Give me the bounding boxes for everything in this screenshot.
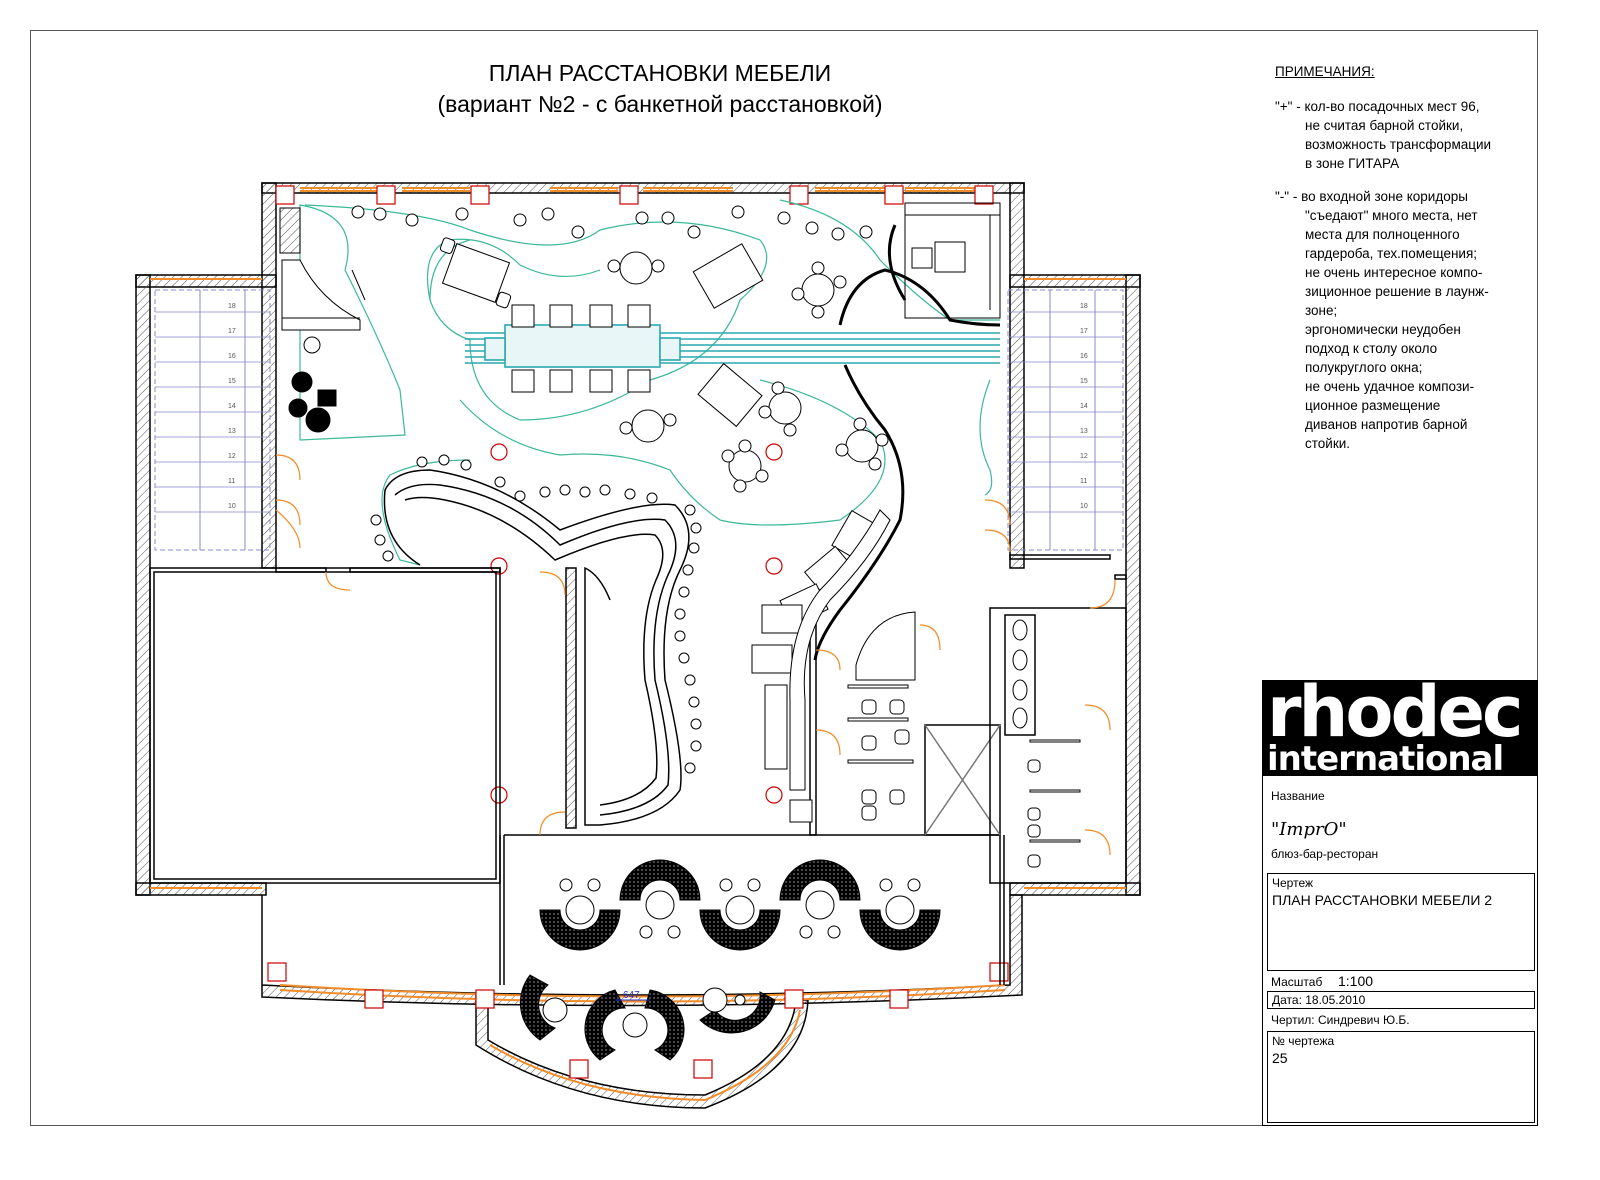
right-stair-numbers: 18 17 16 15 14 13 12 11 10 [1008, 303, 1123, 513]
scale-value: 1:100 [1338, 973, 1374, 989]
project-type: блюз-бар-ресторан [1271, 847, 1379, 861]
stage [279, 207, 366, 433]
project-name: "ImprO" [1271, 819, 1347, 840]
stair-step-number: 10 [228, 503, 236, 510]
number-box: № чертежа 25 [1267, 1031, 1535, 1123]
wc-fixtures [847, 611, 1081, 868]
stair-step-number: 10 [1080, 503, 1088, 510]
stair-step-number: 13 [228, 428, 236, 435]
number-value: 25 [1272, 1050, 1288, 1066]
doors [275, 454, 1116, 856]
stair-step-number: 17 [228, 328, 236, 335]
note-plus-text: "+" - кол-во посадочных мест 96, не счит… [1275, 99, 1492, 171]
curved-partitions [813, 224, 1001, 661]
left-staircase [154, 289, 271, 551]
banquet-seating [519, 859, 941, 1061]
sheet-border [30, 30, 1538, 1126]
stair-step-number: 18 [1080, 303, 1088, 310]
drawn-by: Чертил: Синдревич Ю.Б. [1271, 1013, 1410, 1027]
note-minus-text: "-" - во входной зоне коридоры "съедают"… [1275, 189, 1489, 451]
stair-step-number: 14 [228, 403, 236, 410]
stair-step-number: 13 [1080, 428, 1088, 435]
notes-block: ПРИМЕЧАНИЯ: "+" - кол-во посадочных мест… [1275, 62, 1515, 467]
stair-step-number: 11 [228, 478, 235, 485]
sofas [751, 509, 891, 823]
drawing-label: Чертеж [1272, 876, 1314, 890]
company-logo: rhodec international [1263, 681, 1537, 776]
scale-label: Масштаб [1271, 975, 1323, 989]
logo-line-2: international [1267, 739, 1504, 776]
note-plus: "+" - кол-во посадочных мест 96, не счит… [1275, 97, 1515, 173]
drawing-date: Дата: 18.05.2010 [1272, 993, 1366, 1007]
interior-walls [149, 554, 1127, 985]
stair-step-number: 11 [1080, 478, 1087, 485]
stair-step-number: 15 [228, 378, 236, 385]
title-line-2: (вариант №2 - с банкетной расстановкой) [437, 91, 883, 117]
stair-step-number: 12 [1080, 453, 1088, 460]
stair-step-number: 16 [1080, 353, 1088, 360]
title-line-1: ПЛАН РАССТАНОВКИ МЕБЕЛИ [488, 60, 832, 86]
stair-step-number: 17 [1080, 328, 1088, 335]
title-block: rhodec international Название "ImprO" бл… [1262, 680, 1538, 1126]
drawing-box: Чертеж ПЛАН РАССТАНОВКИ МЕБЕЛИ 2 [1267, 873, 1535, 971]
note-minus: "-" - во входной зоне коридоры "съедают"… [1275, 187, 1515, 453]
number-label: № чертежа [1272, 1034, 1335, 1048]
stair-step-number: 15 [1080, 378, 1088, 385]
dimension-mark: 647 [615, 990, 650, 1001]
logo-line-1: rhodec [1267, 681, 1524, 753]
stair-step-number: 18 [228, 303, 236, 310]
banquet-tables [542, 878, 921, 1038]
stair-step-number: 12 [228, 453, 236, 460]
notes-heading: ПРИМЕЧАНИЯ: [1275, 64, 1375, 79]
columns [267, 185, 1009, 1079]
date-box: Дата: 18.05.2010 [1267, 991, 1535, 1009]
office-corner [904, 202, 1001, 319]
drawing-title: ПЛАН РАССТАНОВКИ МЕБЕЛИ (вариант №2 - с … [380, 58, 940, 120]
drawing-name: ПЛАН РАССТАНОВКИ МЕБЕЛИ 2 [1272, 892, 1493, 908]
stair-step-number: 16 [228, 353, 236, 360]
dimension-label: 647 [623, 990, 640, 1001]
dining-furniture [351, 205, 889, 493]
right-staircase [1007, 289, 1124, 551]
stair-step-number: 14 [1080, 403, 1088, 410]
bar-counter [383, 469, 690, 826]
guitar-bar [465, 324, 1000, 368]
left-stair-numbers: 18 17 16 15 14 13 12 11 10 [155, 303, 270, 513]
bar-stools [370, 454, 702, 774]
name-label: Название [1271, 789, 1325, 803]
